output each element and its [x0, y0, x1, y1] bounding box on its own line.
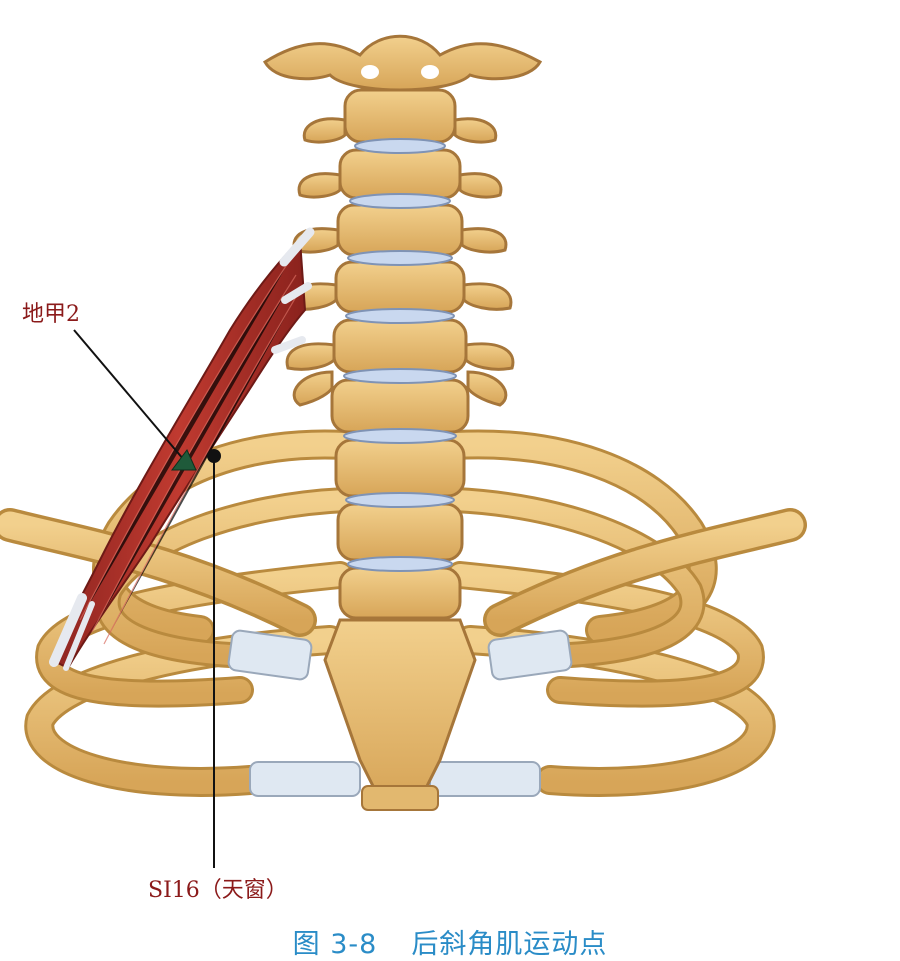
cervical-spine: [262, 34, 543, 620]
sternum: [323, 618, 477, 811]
figure-caption: 图 3-8 后斜角肌运动点: [0, 922, 900, 961]
label-dijia-2: 地甲2: [22, 302, 80, 327]
intervertebral-discs: [343, 138, 457, 572]
vertebral-bodies: [330, 88, 470, 620]
dot-marker: [207, 449, 221, 463]
cartilage-left-lower: [249, 761, 361, 797]
cartilage-right-upper: [487, 629, 573, 681]
atlas-vertebra: [262, 34, 543, 92]
figure-number: 图 3-8: [292, 929, 378, 960]
cartilage-left-upper: [227, 629, 313, 681]
figure-title: 后斜角肌运动点: [411, 929, 608, 960]
annotation-lines: [73, 329, 215, 868]
cartilage-right-lower: [429, 761, 541, 797]
costal-cartilages: [227, 629, 573, 797]
label-si16-tianchuang: SI16（天窗）: [148, 878, 288, 903]
scalene-tendons: [49, 227, 315, 671]
leader-line-dijia: [73, 329, 185, 461]
triangle-marker: [171, 449, 197, 471]
